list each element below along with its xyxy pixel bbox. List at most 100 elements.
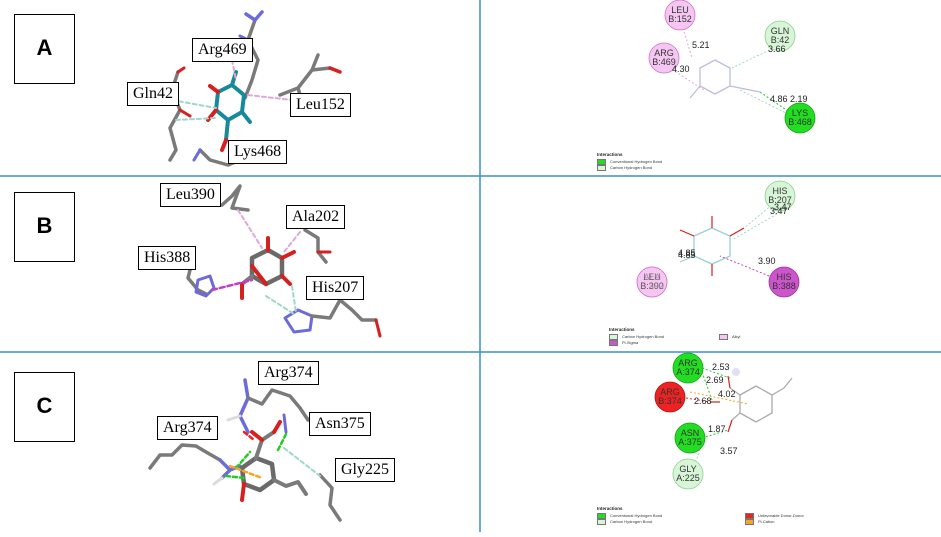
residue-node-chain: B:374 — [658, 396, 682, 406]
distance-label: 3.47 — [770, 206, 788, 216]
residue-node-name: HIS — [776, 272, 791, 282]
legend-item: Conventional Hydrogen Bond — [597, 513, 662, 519]
legend-swatch — [597, 159, 606, 165]
legend-item: Unfavorable Donor-Donor — [745, 513, 804, 519]
label-a-leu152: Leu152 — [290, 93, 351, 117]
legend-item: Pi-Sigma — [609, 340, 638, 346]
residue-node-chain: A:375 — [678, 437, 702, 447]
legend-swatch — [745, 513, 754, 519]
distance-label: 2.53 — [712, 362, 730, 372]
label-c-arg374-top: Arg374 — [258, 361, 319, 385]
legend-swatch — [597, 165, 606, 171]
residue-node-name: ARG — [678, 358, 698, 368]
legend-label: Carbon Hydrogen Bond — [610, 165, 653, 170]
residue-node-chain: B:42 — [771, 35, 790, 45]
legend-item: Conventional Hydrogen Bond — [597, 159, 662, 165]
panel-b-2d-diagram — [679, 199, 785, 283]
legend-item: Alkyl — [719, 334, 740, 340]
legend-item: Carbon Hydrogen Bond — [597, 165, 652, 171]
distance-label: 2.68 — [694, 396, 712, 406]
residue-node-chain: B:468 — [788, 117, 812, 127]
distance-label: 3.66 — [768, 44, 786, 54]
legend-label: Unfavorable Donor-Donor — [758, 513, 804, 518]
label-b-leu390: Leu390 — [160, 183, 221, 207]
residue-node-chain: A:374 — [676, 367, 700, 377]
distance-label: 3.90 — [758, 256, 776, 266]
residue-node-chain: B:469 — [652, 57, 676, 67]
c-line-arg-a374 — [701, 367, 731, 379]
legend-label: Pi-Cation — [758, 519, 775, 524]
c-ligand-ring — [739, 385, 773, 423]
b-ligand-ring — [693, 227, 731, 265]
residue-node-name: GLN — [771, 26, 790, 36]
residue-node-circle — [664, 0, 696, 31]
panel-b-3d-structure — [180, 184, 382, 338]
a-ligand-ring — [699, 59, 731, 95]
legend-swatch — [609, 340, 618, 346]
distance-label: 4.02 — [718, 389, 736, 399]
b-line-his388 — [719, 255, 785, 283]
a-line-leu152 — [682, 27, 693, 59]
distance-label: 4.30 — [672, 64, 690, 74]
legend-swatch — [719, 334, 728, 340]
legend-item: Pi-Cation — [745, 519, 774, 525]
c-line-asn375 — [701, 429, 729, 439]
label-a-lys468: Lys468 — [228, 140, 288, 164]
distance-label: 2.69 — [706, 375, 724, 385]
label-b-his388: His388 — [138, 246, 197, 270]
distance-label: 2.19 — [790, 94, 808, 104]
residue-node-name: ASN — [681, 428, 700, 438]
residue-node-circle — [768, 266, 800, 298]
residue-node-name: LEU — [671, 5, 689, 15]
legend-title: Interactions — [597, 152, 623, 157]
panel-c-3d-structure — [148, 378, 342, 522]
residue-node-circle — [636, 266, 668, 298]
c-line-arg-b374 — [685, 397, 711, 403]
label-b-ala202: Ala202 — [286, 205, 346, 229]
c-line-gly225 — [693, 449, 701, 467]
residue-node-name: LEU — [643, 272, 661, 282]
distance-label: 3.57 — [720, 446, 738, 456]
distance-label: 4.86 — [770, 94, 788, 104]
distance-label: 1.87 — [708, 424, 726, 434]
residue-node-chain: B:207 — [768, 195, 792, 205]
residue-node-chain: B:390 — [640, 281, 664, 291]
panel-letter-b: B — [14, 192, 75, 262]
label-a-arg469: Arg469 — [192, 38, 253, 62]
legend-item: Carbon Hydrogen Bond — [597, 519, 652, 525]
residue-node-chain: B:388 — [772, 281, 796, 291]
legend-swatch — [597, 513, 606, 519]
distance-label: 4.85 — [678, 248, 696, 258]
residue-node-name: ARG — [654, 48, 674, 58]
label-c-arg374-left: Arg374 — [157, 416, 218, 440]
panel-letter-c: C — [14, 372, 75, 442]
b-line-his207 — [743, 199, 779, 229]
residue-node-circle — [648, 42, 680, 74]
legend-swatch — [597, 519, 606, 525]
residue-node-circle — [672, 458, 704, 490]
legend-swatch — [609, 334, 618, 340]
residue-node-name: LYS — [792, 108, 808, 118]
distance-label: 5.21 — [692, 40, 710, 50]
legend-label: Conventional Hydrogen Bond — [610, 513, 663, 518]
residue-node-name: GLY — [679, 464, 696, 474]
legend-title: Interactions — [609, 327, 635, 332]
legend-item: Carbon Hydrogen Bond — [609, 334, 664, 340]
distance-label: 4.85 — [678, 250, 696, 260]
residue-node-name: HIS — [772, 186, 787, 196]
residue-node-circle — [764, 20, 796, 52]
residue-node-circle — [654, 381, 686, 413]
legend-label: Carbon Hydrogen Bond — [610, 519, 653, 524]
